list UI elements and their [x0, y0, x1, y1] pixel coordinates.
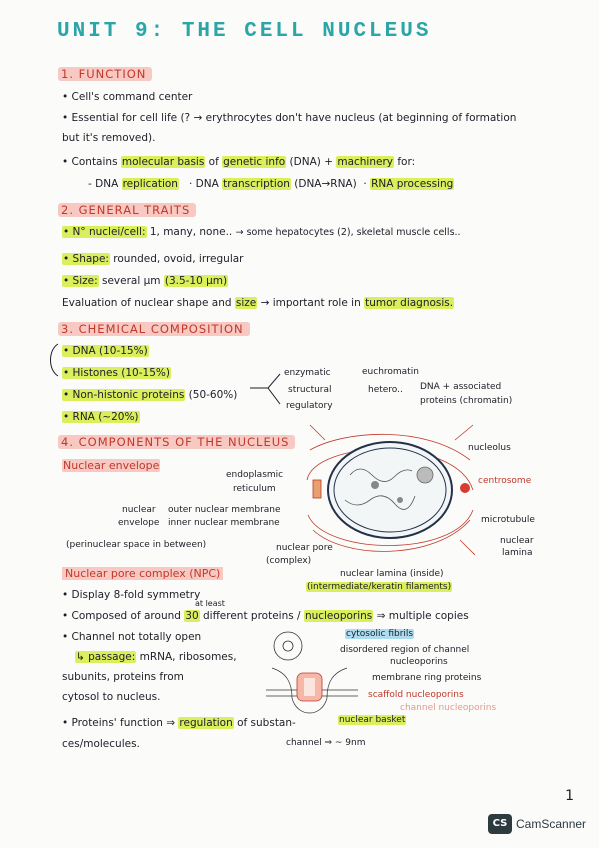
function-bullet-1: • Cell's command center — [62, 91, 193, 103]
npc-membrane-ring: membrane ring proteins — [372, 673, 482, 683]
page-number: 1 — [565, 788, 574, 804]
subheading-npc: Nuclear pore complex (NPC) — [62, 567, 224, 580]
label-perinuclear: (perinuclear space in between) — [66, 540, 207, 550]
label-lamina-2: (intermediate/keratin filaments) — [306, 582, 453, 592]
label-outer-membrane: outer nuclear membrane — [168, 505, 281, 515]
npc-basket: nuclear basket — [338, 715, 407, 725]
npc-passage-2: subunits, proteins from — [62, 671, 184, 683]
npc-passage: ↳ passage: mRNA, ribosomes, — [75, 651, 237, 663]
npc-fibrils: cytosolic fibrils — [345, 629, 415, 639]
label-pore: nuclear pore — [276, 543, 333, 553]
function-items: - DNA replication · DNA transcription (D… — [88, 178, 455, 190]
label-lamina-right: lamina — [502, 548, 533, 558]
npc-function: • Proteins' function ⇒ regulation of sub… — [62, 717, 296, 729]
label-euchromatin: euchromatin — [362, 367, 419, 377]
label-nuclear-right: nuclear — [500, 536, 534, 546]
label-microtubule: microtubule — [481, 515, 535, 525]
chem-dna: • DNA (10-15%) — [62, 345, 149, 357]
traits-size: • Size: several μm (3.5-10 μm) — [62, 275, 229, 287]
function-bullet-2: • Essential for cell life (? → erythrocy… — [62, 112, 517, 124]
npc-disordered-2: nucleoporins — [390, 657, 448, 667]
npc-bullet-2: • Composed of around 30 different protei… — [62, 610, 469, 622]
chem-nonhistonic: • Non-histonic proteins (50-60%) — [62, 389, 238, 401]
npc-channel-nucleoporins: channel nucleoporins — [400, 703, 497, 713]
label-centrosome: centrosome — [478, 476, 532, 486]
nucleus-diagram — [306, 424, 475, 556]
label-nucleolus: nucleolus — [468, 443, 511, 453]
subheading-nuclear-envelope: Nuclear envelope — [62, 459, 161, 472]
npc-bullet-3: • Channel not totally open — [62, 631, 202, 643]
npc-bullet-1: • Display 8-fold symmetry — [62, 589, 201, 601]
section-heading-function: 1. FUNCTION — [58, 67, 153, 81]
npc-function-2: ces/molecules. — [62, 738, 140, 750]
npc-at-least: at least — [195, 599, 225, 608]
function-bullet-3: • Contains molecular basis of genetic in… — [62, 156, 416, 168]
traits-shape: • Shape: rounded, ovoid, irregular — [62, 253, 244, 265]
label-dna-assoc: DNA + associated — [420, 382, 502, 392]
section-heading-chemical: 3. CHEMICAL COMPOSITION — [58, 322, 250, 336]
section-heading-components: 4. COMPONENTS OF THE NUCLEUS — [58, 435, 296, 449]
protein-type-structural: structural — [288, 385, 332, 395]
label-er-2: reticulum — [233, 484, 276, 494]
label-nuclear: nuclear — [122, 505, 156, 515]
section-heading-traits: 2. GENERAL TRAITS — [58, 203, 197, 217]
label-hetero: hetero.. — [368, 385, 403, 395]
protein-type-regulatory: regulatory — [286, 401, 333, 411]
brace-arrow-icon — [250, 373, 281, 405]
chem-rna: • RNA (~20%) — [62, 411, 140, 423]
npc-diagram — [266, 631, 358, 714]
npc-channel-size: channel ⇒ ~ 9nm — [286, 738, 366, 748]
camscanner-logo-icon: CS — [488, 814, 512, 834]
curved-arrow-icon — [50, 343, 59, 377]
label-lamina: nuclear lamina (inside) — [340, 569, 444, 579]
label-pore-2: (complex) — [266, 556, 312, 566]
traits-evaluation: Evaluation of nuclear shape and size → i… — [62, 297, 455, 309]
chem-histones: • Histones (10-15%) — [62, 367, 171, 379]
protein-type-enzymatic: enzymatic — [284, 368, 331, 378]
npc-passage-3: cytosol to nucleus. — [62, 691, 161, 703]
label-inner-membrane: inner nuclear membrane — [168, 518, 280, 528]
npc-disordered: disordered region of channel — [340, 645, 470, 655]
function-bullet-2-cont: but it's removed). — [62, 132, 156, 144]
traits-nuclei: • N° nuclei/cell: 1, many, none.. → some… — [62, 226, 461, 238]
label-dna-assoc-2: proteins (chromatin) — [420, 396, 513, 406]
page-title: UNIT 9: THE CELL NUCLEUS — [57, 20, 432, 43]
npc-scaffold: scaffold nucleoporins — [368, 690, 464, 700]
label-envelope: envelope — [118, 518, 160, 528]
camscanner-label: CamScanner — [516, 817, 587, 831]
label-er: endoplasmic — [226, 470, 284, 480]
